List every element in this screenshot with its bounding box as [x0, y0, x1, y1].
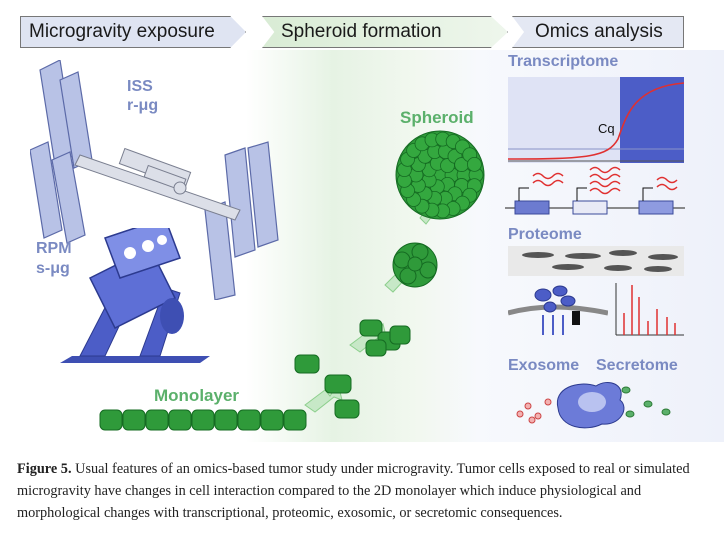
rpm-machine-illustration — [60, 228, 210, 363]
monolayer-cell — [214, 409, 238, 431]
proteome-label: Proteome — [508, 226, 582, 243]
proteome-gel-blot — [508, 246, 684, 276]
exosome-label: Exosome — [508, 357, 580, 374]
step-omics-analysis: Omics analysis — [512, 16, 684, 48]
iss-gravity-label: r-μg — [127, 97, 159, 114]
transcription-gene-diagram — [505, 166, 685, 215]
monolayer-cell — [145, 409, 169, 431]
spheroid-formation-sequence — [294, 130, 485, 419]
exosome-secretome-cell — [516, 382, 671, 429]
rpm-gravity-label: s-μg — [36, 260, 70, 277]
step-omics-label: Omics analysis — [535, 21, 663, 42]
iss-label: ISS — [127, 78, 153, 95]
monolayer-cell — [168, 409, 192, 431]
mass-spectrum-plot — [615, 283, 684, 336]
monolayer-cell — [260, 409, 284, 431]
monolayer-cell — [191, 409, 215, 431]
transcriptome-qpcr-plot — [508, 77, 684, 163]
figure-panel: Microgravity exposure Spheroid formation… — [0, 16, 724, 442]
monolayer-cell — [99, 409, 123, 431]
spheroid-cell — [467, 156, 482, 172]
caption-text: Usual features of an omics-based tumor s… — [17, 461, 690, 521]
monolayer-cells — [99, 409, 307, 431]
monolayer-label: Monolayer — [154, 386, 240, 405]
monolayer-cell — [122, 409, 146, 431]
secretome-label: Secretome — [596, 357, 678, 374]
spheroid-label: Spheroid — [400, 108, 474, 127]
figure-caption: Figure 5. Usual features of an omics-bas… — [17, 458, 707, 524]
cq-label: Cq — [598, 121, 615, 136]
monolayer-cell — [283, 409, 307, 431]
step-spheroid-formation: Spheroid formation — [262, 16, 508, 48]
rpm-label: RPM — [36, 240, 72, 257]
step-formation-label: Spheroid formation — [281, 21, 442, 42]
monolayer-cell — [237, 409, 261, 431]
step-exposure-label: Microgravity exposure — [29, 21, 215, 42]
step-microgravity-exposure: Microgravity exposure — [20, 16, 246, 48]
protein-interaction-diagram — [508, 285, 608, 335]
iss-illustration — [30, 60, 279, 300]
figure-number: Figure 5. — [17, 461, 72, 477]
transcriptome-label: Transcriptome — [508, 53, 619, 70]
